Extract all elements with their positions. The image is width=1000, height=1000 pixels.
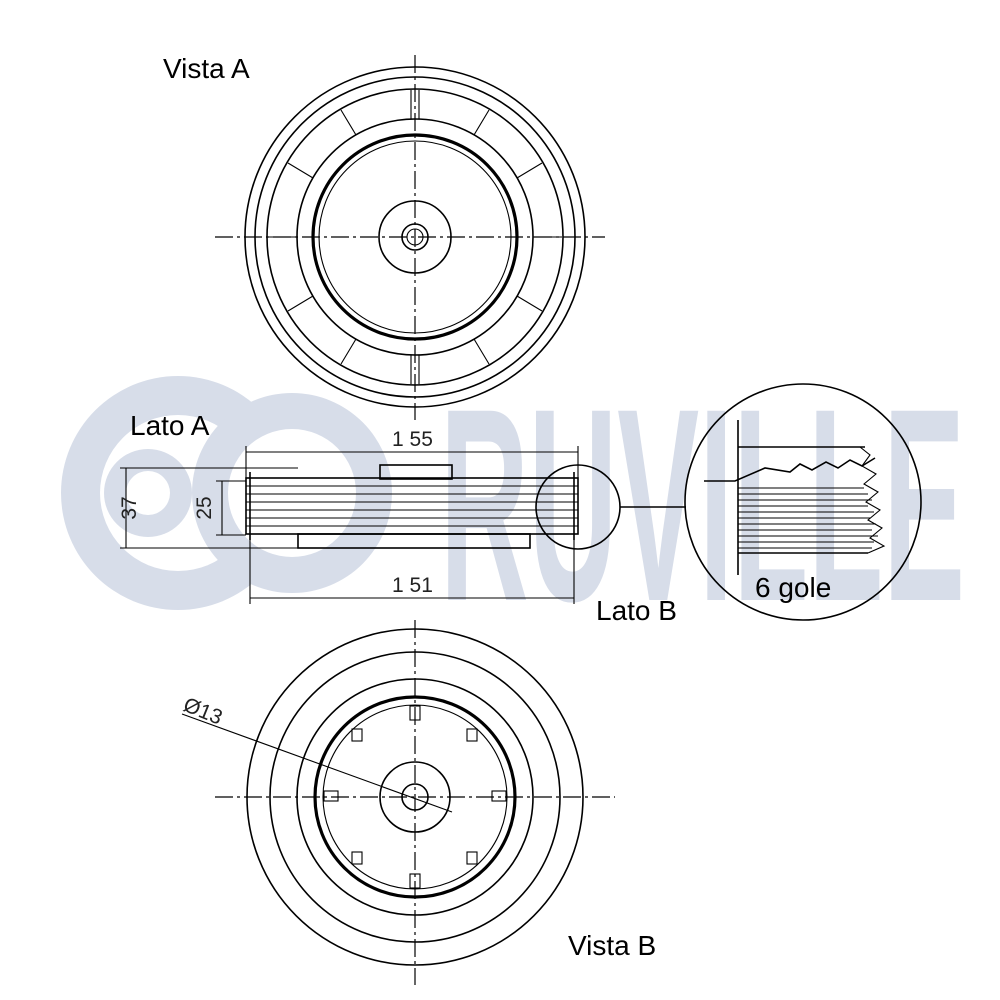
dim-bore-diameter: Ø13 (180, 693, 225, 729)
view-b-label: Vista B (568, 930, 656, 961)
dim-inner-width: 1 51 (392, 574, 433, 597)
grooves-label: 6 gole (755, 572, 831, 603)
side-b-label: Lato B (596, 595, 677, 626)
view-a-label: Vista A (163, 53, 250, 84)
dim-belt-height: 25 (193, 496, 216, 519)
dim-outer-width: 1 55 (392, 428, 433, 451)
ruville-wordmark: RUVILLE (440, 352, 965, 659)
view-b-drawing (181, 620, 615, 985)
view-a-drawing (215, 55, 605, 420)
dim-total-height: 37 (118, 496, 141, 519)
side-section-drawing (245, 464, 686, 550)
side-a-label: Lato A (130, 410, 210, 441)
ruville-watermark: RUVILLE (61, 352, 965, 659)
dimension-lines (120, 446, 579, 604)
ruville-logo-mark (61, 376, 392, 610)
groove-detail-drawing (684, 383, 922, 621)
